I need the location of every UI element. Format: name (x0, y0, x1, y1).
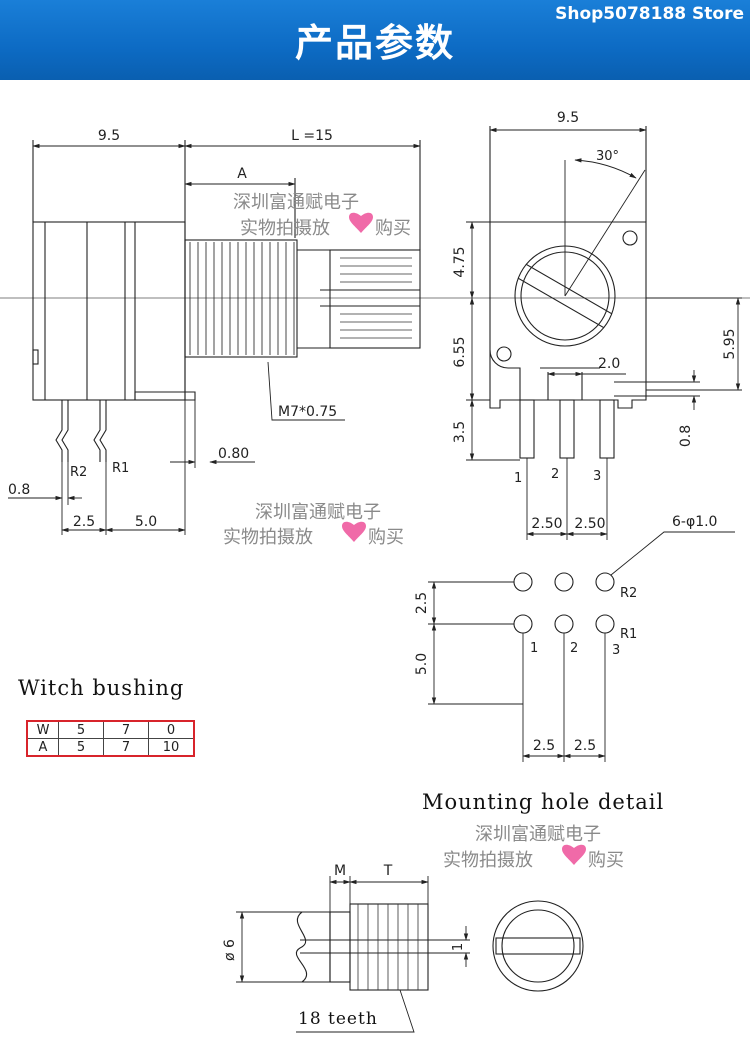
thread-leader (267, 361, 345, 421)
front-slot: 2.0 (598, 356, 620, 372)
hole-layout (513, 572, 615, 634)
hole-pin-2: 2 (570, 641, 578, 656)
side-thread: M7*0.75 (278, 404, 337, 420)
front-top-height: 4.75 (452, 246, 468, 277)
title-banner: 产品参数 Shop5078188 Store (0, 0, 750, 80)
bushing-title: Witch bushing (18, 676, 184, 700)
side-offset: 0.80 (218, 446, 249, 462)
table-cell: A (26, 738, 59, 757)
dim-angle (574, 158, 637, 179)
mounting-hole-title: Mounting hole detail (422, 790, 664, 814)
hole-row-gap: 2.5 (414, 592, 430, 614)
hole-leader (610, 531, 735, 576)
knurl-lines (340, 257, 412, 339)
side-view (32, 140, 421, 462)
side-pin-r2: R2 (70, 465, 87, 480)
watermark-line1: 深圳富通赋电子 (475, 824, 601, 845)
shaft-knurl (357, 904, 419, 990)
table-row: A 5 7 10 (26, 738, 195, 757)
hole-label-r1: R1 (620, 627, 637, 642)
watermark-line2a: 实物拍摄放 (240, 218, 330, 239)
side-bushing-length: A (237, 166, 247, 182)
side-shaft-length: L =15 (291, 128, 333, 144)
table-row: W 5 7 0 (26, 720, 195, 739)
bushing-table: W 5 7 0 A 5 7 10 (26, 720, 195, 757)
shaft-diameter: ø 6 (222, 939, 238, 961)
front-bottom-height: 6.55 (452, 336, 468, 367)
hole-spec: 6-φ1.0 (672, 514, 717, 530)
shaft-detail (295, 900, 584, 992)
front-pin-1: 1 (514, 471, 522, 486)
watermark-line1: 深圳富通赋电子 (255, 502, 381, 523)
table-cell: 5 (58, 738, 104, 757)
side-pin-r1: R1 (112, 461, 129, 476)
front-width: 9.5 (557, 110, 579, 126)
teeth-leader (296, 989, 415, 1033)
shaft-m: M (334, 863, 346, 879)
watermark-line2b: 购买 (368, 527, 404, 548)
watermark-2: 深圳富通赋电子 实物拍摄放 购买 (223, 502, 404, 548)
watermark-line1: 深圳富通赋电子 (233, 192, 359, 213)
side-body-width: 9.5 (98, 128, 120, 144)
watermark-1: 深圳富通赋电子 实物拍摄放 购买 (233, 192, 411, 239)
shaft-teeth: 18 teeth (298, 1009, 378, 1029)
hole-label-r2: R2 (620, 586, 637, 601)
shaft-flat: 1 (451, 943, 466, 951)
side-pin-offset: 0.8 (8, 482, 30, 498)
front-angle: 30° (596, 149, 619, 164)
heart-icon (349, 212, 373, 233)
table-cell: 10 (148, 738, 195, 757)
watermark-line2a: 实物拍摄放 (223, 527, 313, 548)
table-cell: 5 (58, 720, 104, 739)
front-right-height: 5.95 (722, 328, 738, 359)
table-cell: 7 (103, 738, 149, 757)
front-pin-pitch-b: 2.50 (574, 516, 605, 532)
watermark-line2b: 购买 (588, 850, 624, 871)
side-pin-gap: 2.5 (73, 514, 95, 530)
watermark-line2a: 实物拍摄放 (443, 850, 533, 871)
front-pin-length: 3.5 (452, 421, 468, 443)
front-pin-2: 2 (551, 467, 559, 482)
hole-pin-1: 1 (530, 641, 538, 656)
watermark-line2b: 购买 (375, 218, 411, 239)
thread-lines (189, 242, 295, 355)
front-pin-3: 3 (593, 469, 601, 484)
heart-icon (342, 521, 366, 542)
hole-col-b: 2.5 (574, 738, 596, 754)
table-cell: 7 (103, 720, 149, 739)
table-cell: W (26, 720, 59, 739)
watermark-3: 深圳富通赋电子 实物拍摄放 购买 (443, 824, 624, 871)
hole-pin-3: 3 (612, 643, 620, 658)
shaft-t: T (383, 863, 393, 879)
front-pin-thickness: 0.8 (678, 425, 694, 447)
front-pin-pitch-a: 2.50 (531, 516, 562, 532)
table-cell: 0 (148, 720, 195, 739)
hole-col-a: 2.5 (533, 738, 555, 754)
side-pin-span: 5.0 (135, 514, 157, 530)
store-name: Shop5078188 Store (555, 4, 744, 24)
heart-icon (562, 844, 586, 865)
banner-title: 产品参数 (294, 21, 455, 65)
hole-row-offset: 5.0 (414, 653, 430, 675)
